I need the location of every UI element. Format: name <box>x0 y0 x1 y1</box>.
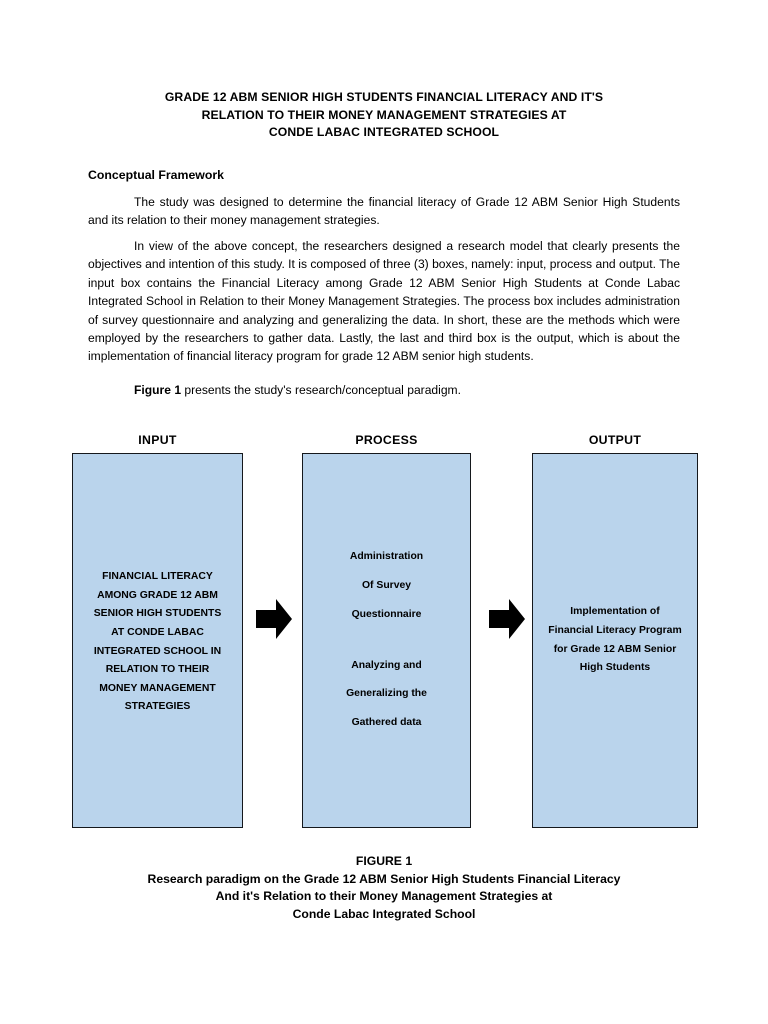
input-line-7: MONEY MANAGEMENT <box>99 682 216 694</box>
caption-line-4: Conde Labac Integrated School <box>292 906 476 921</box>
column-header-process: PROCESS <box>355 433 418 447</box>
title-line-3: CONDE LABAC INTEGRATED SCHOOL <box>268 125 500 139</box>
document-title: GRADE 12 ABM SENIOR HIGH STUDENTS FINANC… <box>84 89 684 142</box>
paragraph-1-text: The study was designed to determine the … <box>88 195 680 228</box>
input-box-text: FINANCIAL LITERACY AMONG GRADE 12 ABM SE… <box>73 568 242 717</box>
figure-reference-text: presents the study's research/conceptual… <box>181 383 461 397</box>
input-line-4: AT CONDE LABAC <box>111 626 204 638</box>
figure-caption: FIGURE 1 Research paradigm on the Grade … <box>84 853 684 923</box>
title-line-2: RELATION TO THEIR MONEY MANAGEMENT STRAT… <box>201 107 567 122</box>
column-header-output: OUTPUT <box>588 433 642 447</box>
process-group-b-line-1: Analyzing and <box>351 659 422 671</box>
process-group-a-line-2: Of Survey <box>361 579 412 591</box>
input-line-6: RELATION TO THEIR <box>105 664 210 676</box>
input-box: FINANCIAL LITERACY AMONG GRADE 12 ABM SE… <box>72 453 243 828</box>
caption-line-2: Research paradigm on the Grade 12 ABM Se… <box>147 871 621 886</box>
arrow-right-icon <box>254 597 294 641</box>
process-group-separator <box>308 630 465 652</box>
process-group-a-line-1: Administration <box>349 551 424 563</box>
paragraph-2-text: In view of the above concept, the resear… <box>88 239 680 364</box>
paragraph-figure-reference: Figure 1 presents the study's research/c… <box>88 381 680 399</box>
process-group-a-line-3: Questionnaire <box>351 608 422 620</box>
title-line-1: GRADE 12 ABM SENIOR HIGH STUDENTS FINANC… <box>164 90 604 104</box>
output-line-4: High Students <box>579 662 651 674</box>
input-line-3: SENIOR HIGH STUDENTS <box>93 608 222 620</box>
figure-reference-label: Figure 1 <box>134 383 182 397</box>
input-line-8: STRATEGIES <box>124 701 191 713</box>
process-group-b-line-3: Gathered data <box>351 717 422 729</box>
paragraph-research-model: In view of the above concept, the resear… <box>88 237 680 366</box>
process-box: Administration Of Survey Questionnaire A… <box>302 453 471 828</box>
caption-line-3: And it's Relation to their Money Managem… <box>215 889 553 904</box>
column-header-input: INPUT <box>138 433 177 447</box>
input-line-1: FINANCIAL LITERACY <box>102 571 213 583</box>
input-line-5: INTEGRATED SCHOOL IN <box>93 645 222 657</box>
output-box-text: Implementation of Financial Literacy Pro… <box>533 603 697 677</box>
arrow-right-icon <box>487 597 527 641</box>
output-line-3: for Grade 12 ABM Senior <box>553 643 677 655</box>
caption-line-1: FIGURE 1 <box>355 854 413 868</box>
output-line-1: Implementation of <box>570 606 660 618</box>
output-line-2: Financial Literacy Program <box>548 624 682 636</box>
output-box: Implementation of Financial Literacy Pro… <box>532 453 698 828</box>
paragraph-study-purpose: The study was designed to determine the … <box>88 193 680 230</box>
section-heading-conceptual-framework: Conceptual Framework <box>88 168 224 182</box>
process-box-text: Administration Of Survey Questionnaire A… <box>303 543 470 738</box>
process-group-b-line-2: Generalizing the <box>346 688 427 700</box>
input-line-2: AMONG GRADE 12 ABM <box>97 589 218 601</box>
